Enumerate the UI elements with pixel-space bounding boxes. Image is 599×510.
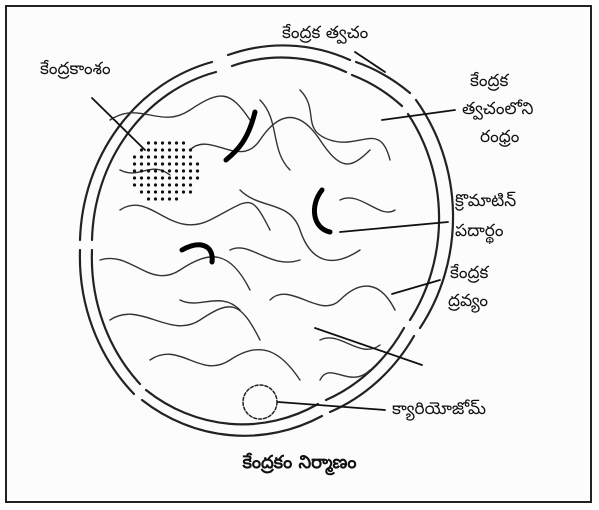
nuclear-envelope-label: కేంద్రక త్వచం	[282, 22, 368, 44]
nucleolus-dot	[161, 197, 164, 200]
nucleolus-dot	[147, 155, 150, 158]
nucleolus-dot	[175, 176, 178, 179]
nucleolus-dot	[175, 141, 178, 144]
nucleolus-dot	[168, 176, 171, 179]
nucleolus-dot	[147, 169, 150, 172]
nucleolus-dot	[154, 162, 157, 165]
nucleolus-dot	[175, 148, 178, 151]
nucleolus-dot	[133, 183, 136, 186]
nucleolus-dot	[161, 155, 164, 158]
nucleolus-dot	[140, 148, 143, 151]
nucleolus-dot	[168, 148, 171, 151]
nucleolus-dot	[154, 155, 157, 158]
nucleolus-dot	[175, 190, 178, 193]
nucleolus-dot	[140, 162, 143, 165]
nucleolus-dot	[133, 162, 136, 165]
nucleolus-dot	[189, 183, 192, 186]
nucleolus-dot	[182, 190, 185, 193]
nucleolus	[133, 141, 199, 200]
nucleolus-dot	[133, 155, 136, 158]
nucleolus-dot	[182, 162, 185, 165]
nucleolus-dot	[168, 162, 171, 165]
nucleolus-dot	[182, 141, 185, 144]
nucleolus-dot	[161, 162, 164, 165]
chromatin-material	[182, 112, 330, 262]
nucleolus-dot	[154, 197, 157, 200]
nucleolus-dot	[161, 176, 164, 179]
nucleolus-dot	[182, 183, 185, 186]
nucleolus-dot	[189, 148, 192, 151]
nucleolus-dot	[154, 183, 157, 186]
nucleolus-dot	[154, 190, 157, 193]
nucleolus-dot	[133, 176, 136, 179]
nucleoplasm-label-1: కేంద్రక	[450, 262, 488, 284]
nucleolus-dot	[161, 190, 164, 193]
nucleolus-dot	[147, 162, 150, 165]
nuclear-envelope	[80, 45, 453, 435]
nucleolus-dot	[182, 148, 185, 151]
nucleolus-dot	[140, 176, 143, 179]
nucleolus-dot	[196, 162, 199, 165]
nucleolus-dot	[147, 197, 150, 200]
karyosome	[243, 385, 277, 419]
nucleolus-dot	[189, 190, 192, 193]
nucleolus-dot	[196, 169, 199, 172]
nucleolus-dot	[140, 183, 143, 186]
nucleolus-dot	[175, 183, 178, 186]
nucleolus-dot	[182, 169, 185, 172]
nucleolus-dot	[175, 155, 178, 158]
nucleolus-dot	[161, 169, 164, 172]
nucleolus-dot	[175, 169, 178, 172]
nucleolus-dot	[161, 148, 164, 151]
nucleolus-dot	[196, 176, 199, 179]
nucleoplasm-label-2: ద్రవ్యం	[448, 290, 488, 312]
nucleolus-dot	[168, 190, 171, 193]
figure-caption: కేంద్రకం నిర్మాణం	[0, 452, 599, 477]
nucleolus-dot	[182, 155, 185, 158]
nucleolus-dot	[175, 197, 178, 200]
nucleolus-dot	[168, 197, 171, 200]
nucleolus-dot	[182, 176, 185, 179]
nucleolus-dot	[140, 169, 143, 172]
karyosome-label: క్యారియోజోమ్	[392, 398, 486, 420]
nucleolus-label: కేంద్రకాంశం	[40, 58, 111, 80]
chromatin-label-1: క్రొమాటిన్	[455, 190, 516, 212]
nuclear-pore-label-3: రంధ్రం	[480, 126, 519, 148]
nucleolus-dot	[154, 169, 157, 172]
nucleolus-dot	[168, 183, 171, 186]
nucleolus-dot	[154, 148, 157, 151]
nucleolus-dot	[140, 155, 143, 158]
nucleolus-dot	[189, 176, 192, 179]
nucleolus-dot	[189, 169, 192, 172]
nucleolus-dot	[161, 183, 164, 186]
nucleolus-dot	[175, 162, 178, 165]
nucleolus-dot	[147, 190, 150, 193]
nucleolus-dot	[147, 141, 150, 144]
nuclear-pore-label-1: కేంద్రక	[470, 70, 508, 92]
nucleolus-dot	[154, 141, 157, 144]
nucleolus-dot	[161, 141, 164, 144]
chromatin-label-2: పదార్థం	[455, 220, 503, 242]
nucleolus-dot	[140, 190, 143, 193]
nucleolus-dot	[168, 141, 171, 144]
nucleolus-dot	[147, 148, 150, 151]
nucleolus-dot	[154, 176, 157, 179]
nucleolus-dot	[168, 155, 171, 158]
nucleolus-dot	[189, 162, 192, 165]
nucleolus-dot	[147, 183, 150, 186]
nucleolus-dot	[133, 169, 136, 172]
nucleolus-dot	[189, 155, 192, 158]
nucleolus-dot	[168, 169, 171, 172]
nuclear-pore-label-2: త్వచంలోని	[462, 98, 533, 120]
nucleolus-dot	[147, 176, 150, 179]
